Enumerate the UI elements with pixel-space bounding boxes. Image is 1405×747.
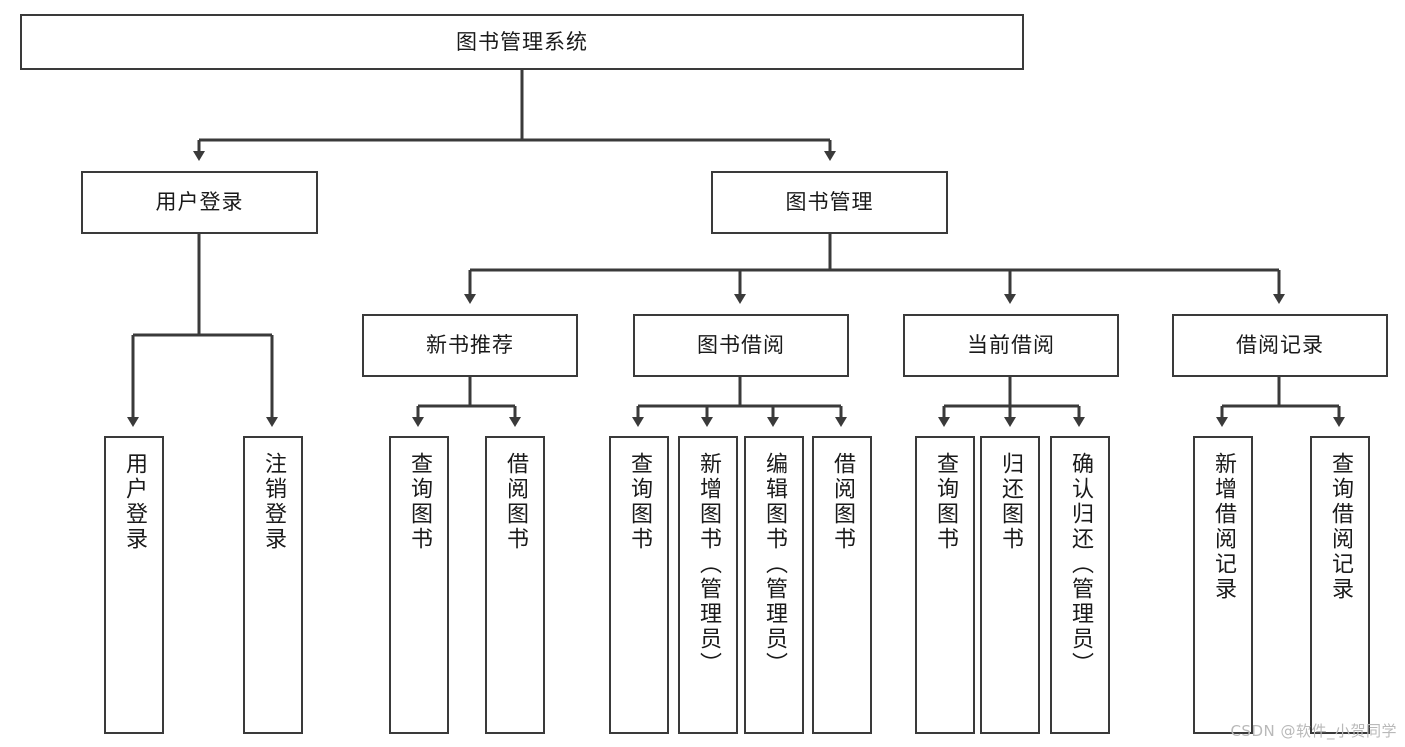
node-label: 查询图书 (406, 452, 432, 552)
node-label: 注销登录 (260, 452, 286, 552)
node-label: 新增图书（管理员） (695, 452, 721, 677)
node-label: 新书推荐 (426, 333, 514, 358)
node-current-borrow[interactable]: 当前借阅 (903, 314, 1119, 377)
leaf-current-return-book[interactable]: 归还图书 (980, 436, 1040, 734)
node-label: 借阅记录 (1236, 333, 1324, 358)
node-label: 当前借阅 (967, 333, 1055, 358)
leaf-user-login[interactable]: 用户登录 (104, 436, 164, 734)
leaf-current-query-book[interactable]: 查询图书 (915, 436, 975, 734)
node-label: 借阅图书 (502, 452, 528, 552)
node-book-management[interactable]: 图书管理 (711, 171, 948, 234)
node-label: 用户登录 (121, 452, 147, 552)
node-book-borrow[interactable]: 图书借阅 (633, 314, 849, 377)
leaf-recommend-borrow-book[interactable]: 借阅图书 (485, 436, 545, 734)
leaf-record-add-borrow-record[interactable]: 新增借阅记录 (1193, 436, 1253, 734)
node-user-login[interactable]: 用户登录 (81, 171, 318, 234)
node-label: 归还图书 (997, 452, 1023, 552)
leaf-user-logout[interactable]: 注销登录 (243, 436, 303, 734)
node-label: 编辑图书（管理员） (761, 452, 787, 677)
leaf-borrow-borrow-book[interactable]: 借阅图书 (812, 436, 872, 734)
node-label: 用户登录 (155, 190, 244, 215)
node-label: 图书借阅 (697, 333, 785, 358)
node-label: 查询借阅记录 (1327, 452, 1353, 602)
leaf-borrow-query-book[interactable]: 查询图书 (609, 436, 669, 734)
node-label: 图书管理系统 (456, 29, 588, 54)
node-label: 确认归还（管理员） (1067, 452, 1093, 677)
node-borrow-record[interactable]: 借阅记录 (1172, 314, 1388, 377)
node-label: 借阅图书 (829, 452, 855, 552)
leaf-current-confirm-return-admin[interactable]: 确认归还（管理员） (1050, 436, 1110, 734)
leaf-record-query-borrow-record[interactable]: 查询借阅记录 (1310, 436, 1370, 734)
csdn-watermark: CSDN @软件_小贺同学 (1230, 722, 1397, 740)
leaf-borrow-edit-book-admin[interactable]: 编辑图书（管理员） (744, 436, 804, 734)
node-label: 查询图书 (932, 452, 958, 552)
node-label: 图书管理 (785, 190, 874, 215)
node-label: 查询图书 (626, 452, 652, 552)
leaf-borrow-add-book-admin[interactable]: 新增图书（管理员） (678, 436, 738, 734)
node-label: 新增借阅记录 (1210, 452, 1236, 602)
node-root-book-management-system[interactable]: 图书管理系统 (20, 14, 1024, 70)
leaf-recommend-query-book[interactable]: 查询图书 (389, 436, 449, 734)
node-new-book-recommend[interactable]: 新书推荐 (362, 314, 578, 377)
